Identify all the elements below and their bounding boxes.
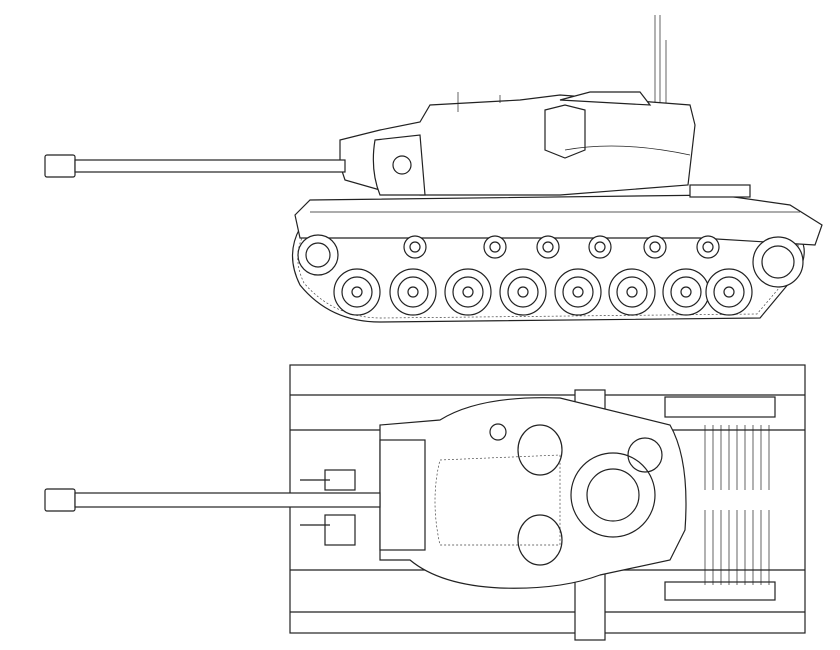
road-wheel (444, 268, 492, 316)
tow-hooks (300, 469, 356, 546)
idler-wheel (297, 234, 339, 276)
road-wheel (389, 268, 437, 316)
turret (339, 91, 696, 196)
engine-grilles (704, 425, 770, 585)
road-wheel (333, 268, 381, 316)
drive-sprocket (752, 236, 804, 288)
return-roller (588, 235, 612, 259)
return-roller (696, 235, 720, 259)
road-wheel (705, 268, 753, 316)
return-roller (536, 235, 560, 259)
top-view (44, 364, 806, 641)
road-wheel (662, 268, 710, 316)
side-view (44, 15, 823, 323)
return-roller (403, 235, 427, 259)
road-wheel (499, 268, 547, 316)
main-gun-top (44, 488, 381, 512)
hull (294, 184, 823, 246)
return-roller (483, 235, 507, 259)
antennas (654, 15, 667, 108)
main-gun (44, 154, 346, 178)
gun-mantlet (379, 439, 426, 551)
turret-top (379, 397, 687, 589)
return-roller (643, 235, 667, 259)
road-wheel (608, 268, 656, 316)
road-wheel (554, 268, 602, 316)
running-gear (297, 234, 804, 316)
